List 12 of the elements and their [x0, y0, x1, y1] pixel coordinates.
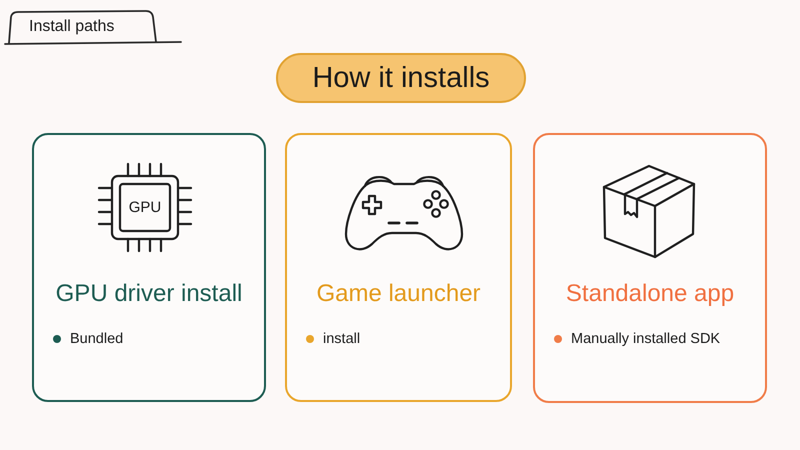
- category-card: [533, 133, 767, 403]
- card-heading: Standalone app: [566, 279, 734, 309]
- folder-tab: Install paths: [5, 9, 185, 47]
- card-heading: Game launcher: [316, 279, 481, 309]
- title-banner: How it installs: [276, 53, 526, 103]
- category-card: [285, 133, 512, 402]
- bullet-text: Bundled: [70, 330, 124, 349]
- category-card: [32, 133, 266, 402]
- card-heading: GPU driver install: [56, 279, 242, 309]
- chip-label: GPU: [128, 199, 162, 217]
- bullet-text: install: [323, 330, 360, 349]
- bullet-text: Manually installed SDK: [571, 330, 720, 349]
